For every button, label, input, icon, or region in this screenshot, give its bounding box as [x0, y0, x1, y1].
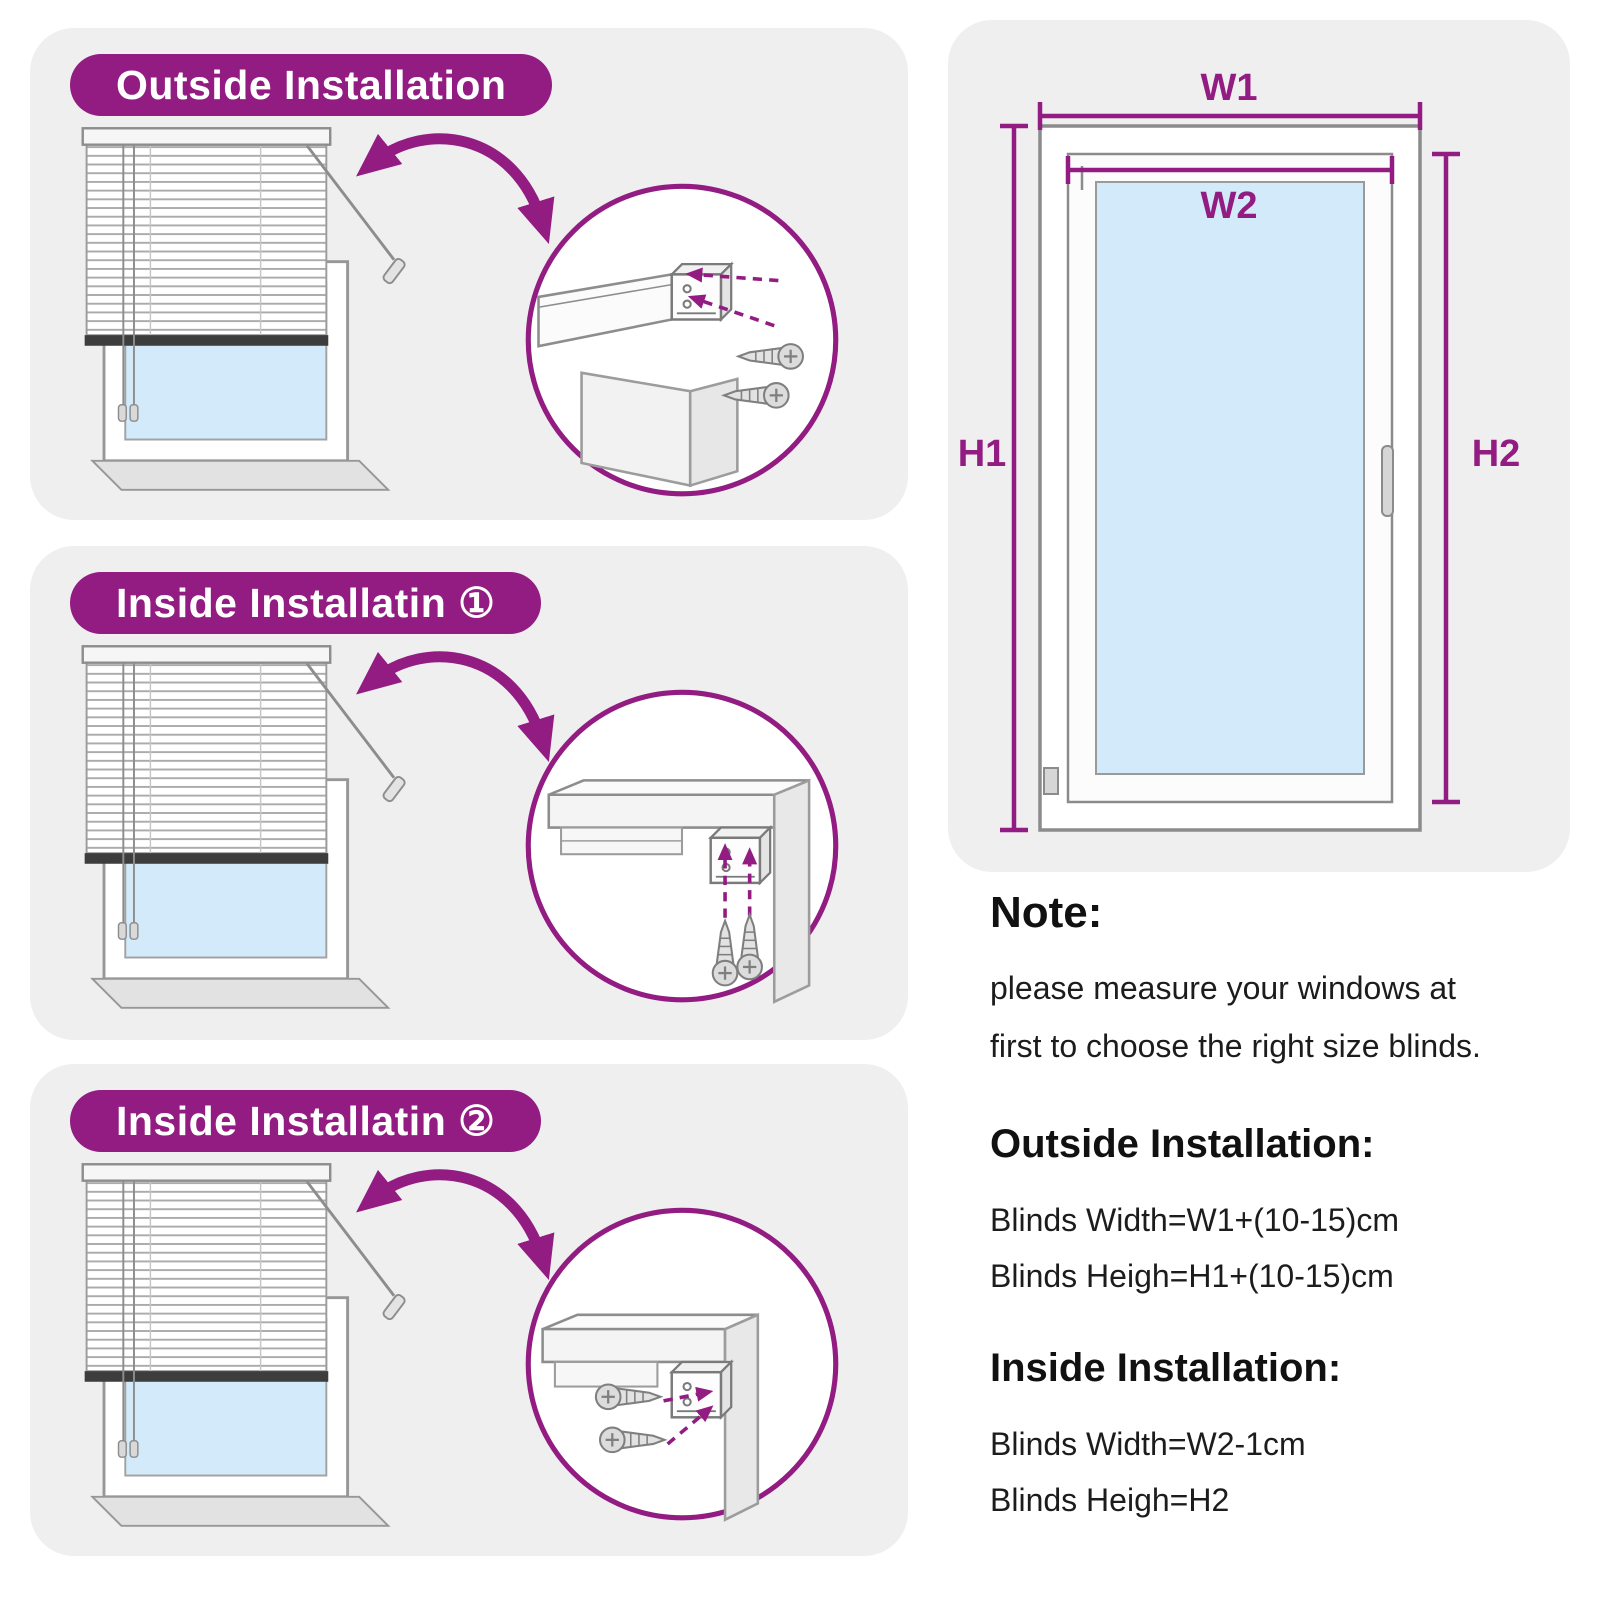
window-measurement-diagram: W1 W2 H1 H2 — [958, 67, 1521, 833]
screws-with-arrows — [685, 267, 805, 409]
h1-label: H1 — [958, 433, 1007, 475]
inside-installation-heading: Inside Installation: — [990, 1346, 1342, 1390]
outside-mount-detail-illustration — [525, 183, 839, 497]
wall-section — [537, 272, 739, 488]
banner-title: Inside Installatin ① — [116, 580, 496, 626]
inside-installation-2-banner: Inside Installatin ② — [70, 1090, 542, 1152]
dashed-arrow-icon — [663, 1386, 714, 1403]
outside-width-formula: Blinds Width=W1+(10-15)cm — [990, 1202, 1400, 1238]
panel-outside-installation: Outside Installation — [30, 28, 908, 520]
inside-installation-1-banner: Inside Installatin ① — [70, 572, 542, 634]
dashed-arrow-icon — [685, 267, 779, 283]
window-recess-section — [547, 778, 811, 1004]
inside-width-formula: Blinds Width=W2-1cm — [990, 1426, 1306, 1462]
banner-title: Outside Installation — [116, 61, 507, 108]
screws-with-arrows — [711, 843, 764, 987]
inside-height-formula: Blinds Heigh=H2 — [990, 1482, 1230, 1518]
outside-height-formula: Blinds Heigh=H1+(10-15)cm — [990, 1258, 1394, 1294]
window-handle-icon — [1381, 445, 1394, 517]
dashed-arrow-icon — [666, 1405, 714, 1446]
outside-installation-heading: Outside Installation: — [990, 1122, 1375, 1166]
mounting-bracket-icon — [709, 826, 772, 885]
banner-title: Inside Installatin ② — [116, 1098, 496, 1144]
h2-label: H2 — [1472, 433, 1521, 475]
note-line-1: please measure your windows at — [990, 970, 1457, 1006]
w2-label: W2 — [1201, 185, 1258, 227]
window-hinge-icon — [1043, 767, 1059, 795]
mounting-bracket-icon — [670, 1360, 733, 1419]
panel-inside-installation-2: Inside Installatin ② — [30, 1064, 908, 1556]
note-heading: Note: — [990, 888, 1103, 937]
note-line-2: first to choose the right size blinds. — [990, 1028, 1481, 1064]
dashed-arrow-icon — [687, 294, 775, 328]
dimension-labels: W1 W2 H1 H2 — [958, 67, 1521, 475]
window-illustration — [1038, 124, 1422, 832]
outside-installation-banner: Outside Installation — [70, 54, 553, 116]
screws-with-arrows — [594, 1383, 714, 1454]
dimension-lines — [1000, 102, 1460, 833]
panel-inside-installation-1: Inside Installatin ① — [30, 546, 908, 1040]
w1-label: W1 — [1201, 67, 1258, 109]
mounting-bracket-icon — [670, 262, 733, 321]
window-measurement-panel: W1 W2 H1 H2 — [948, 20, 1570, 872]
inside-mount-side-detail-illustration — [525, 1207, 839, 1522]
inside-mount-top-detail-illustration — [525, 689, 839, 1004]
